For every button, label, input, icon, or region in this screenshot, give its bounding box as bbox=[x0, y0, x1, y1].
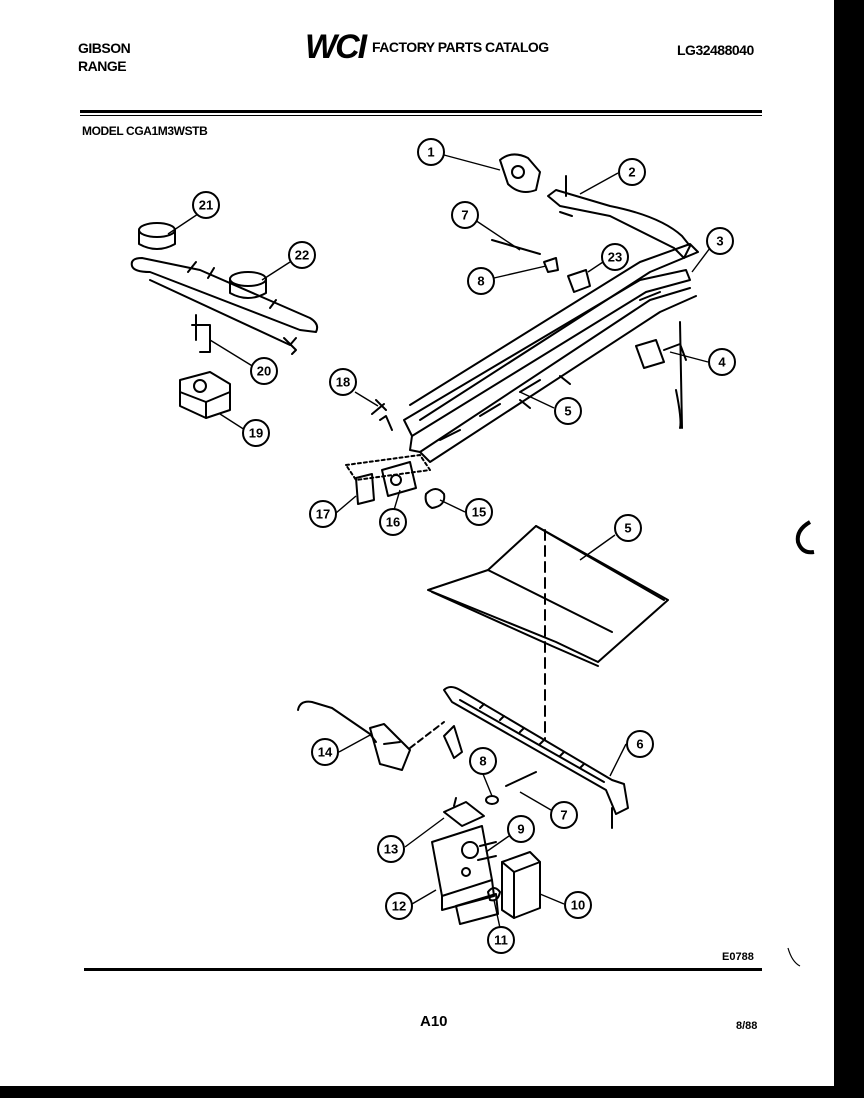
scan-edge-bottom bbox=[0, 1086, 864, 1098]
callout-22 bbox=[288, 241, 316, 269]
callout-label: 13 bbox=[384, 842, 398, 857]
callout-11 bbox=[487, 926, 515, 954]
oven-burner-baffle bbox=[427, 525, 669, 741]
callout-4 bbox=[708, 348, 736, 376]
callout-label: 12 bbox=[392, 899, 406, 914]
callout-7-lower bbox=[550, 801, 578, 829]
callout-8-upper bbox=[467, 267, 495, 295]
pilot-assembly bbox=[297, 700, 463, 771]
callout-label: 4 bbox=[718, 355, 726, 370]
callout-6 bbox=[626, 730, 654, 758]
brand-name: GIBSON bbox=[78, 40, 131, 56]
ignition-switch bbox=[635, 321, 687, 429]
callout-3 bbox=[706, 227, 734, 255]
callout-label: 22 bbox=[295, 248, 309, 263]
callout-label: 21 bbox=[199, 198, 213, 213]
callout-label: 9 bbox=[517, 822, 524, 837]
igniter-components bbox=[443, 771, 537, 827]
callout-20 bbox=[250, 357, 278, 385]
callout-label: 23 bbox=[608, 250, 622, 265]
callout-label: 8 bbox=[479, 754, 486, 769]
callout-21 bbox=[192, 191, 220, 219]
callout-label: 7 bbox=[560, 808, 567, 823]
callout-label: 18 bbox=[336, 375, 350, 390]
callout-label: 5 bbox=[564, 404, 571, 419]
callout-5-lower bbox=[614, 514, 642, 542]
callout-label: 17 bbox=[316, 507, 330, 522]
callout-label: 19 bbox=[249, 426, 263, 441]
callout-label: 7 bbox=[461, 208, 468, 223]
callout-10 bbox=[564, 891, 592, 919]
valve-knob-parts bbox=[345, 399, 446, 509]
orifice-and-connector bbox=[491, 239, 591, 293]
callout-label: 14 bbox=[318, 745, 333, 760]
callout-label: 20 bbox=[257, 364, 271, 379]
page-label: A10 bbox=[420, 1013, 448, 1030]
callout-18 bbox=[329, 368, 357, 396]
callout-15 bbox=[465, 498, 493, 526]
figure-code: E0788 bbox=[722, 951, 754, 963]
scan-mark bbox=[787, 947, 801, 967]
footer-rule bbox=[84, 968, 762, 971]
callout-8-lower bbox=[469, 747, 497, 775]
ignition-module-bracket bbox=[431, 825, 541, 925]
callout-9 bbox=[507, 815, 535, 843]
callout-19 bbox=[242, 419, 270, 447]
callout-13 bbox=[377, 835, 405, 863]
callout-label: 5 bbox=[624, 521, 631, 536]
model-line: MODEL CGA1M3WSTB bbox=[82, 124, 208, 138]
document-number: LG32488040 bbox=[677, 42, 754, 58]
callout-label: 2 bbox=[628, 165, 635, 180]
callout-label: 3 bbox=[716, 234, 723, 249]
callout-16 bbox=[379, 508, 407, 536]
callout-1 bbox=[417, 138, 445, 166]
date-code: 8/88 bbox=[736, 1020, 758, 1032]
callout-label: 6 bbox=[636, 737, 643, 752]
callout-label: 11 bbox=[494, 933, 508, 948]
wci-logo: WCI bbox=[305, 28, 367, 66]
product-type: RANGE bbox=[78, 58, 127, 74]
callout-17 bbox=[309, 500, 337, 528]
top-burner-assembly bbox=[130, 222, 319, 355]
callout-2 bbox=[618, 158, 646, 186]
manifold-valve-and-tube bbox=[499, 153, 691, 259]
callout-12 bbox=[385, 892, 413, 920]
callout-7-upper bbox=[451, 201, 479, 229]
callout-23 bbox=[601, 243, 629, 271]
burner-valve-assembly bbox=[179, 314, 231, 419]
binder-hole-icon bbox=[795, 520, 815, 555]
callout-label: 1 bbox=[427, 145, 434, 160]
scan-edge-right bbox=[834, 0, 864, 1098]
callout-label: 8 bbox=[477, 274, 484, 289]
header-rule bbox=[80, 110, 762, 113]
callout-label: 10 bbox=[571, 898, 585, 913]
catalog-title: FACTORY PARTS CATALOG bbox=[372, 39, 549, 55]
callout-14 bbox=[311, 738, 339, 766]
callout-label: 15 bbox=[472, 505, 486, 520]
header-rule-thin bbox=[80, 115, 762, 116]
callout-5-upper bbox=[554, 397, 582, 425]
callout-label: 16 bbox=[386, 515, 400, 530]
manifold-pipe-and-rail bbox=[379, 243, 699, 463]
oven-burner bbox=[443, 686, 629, 829]
